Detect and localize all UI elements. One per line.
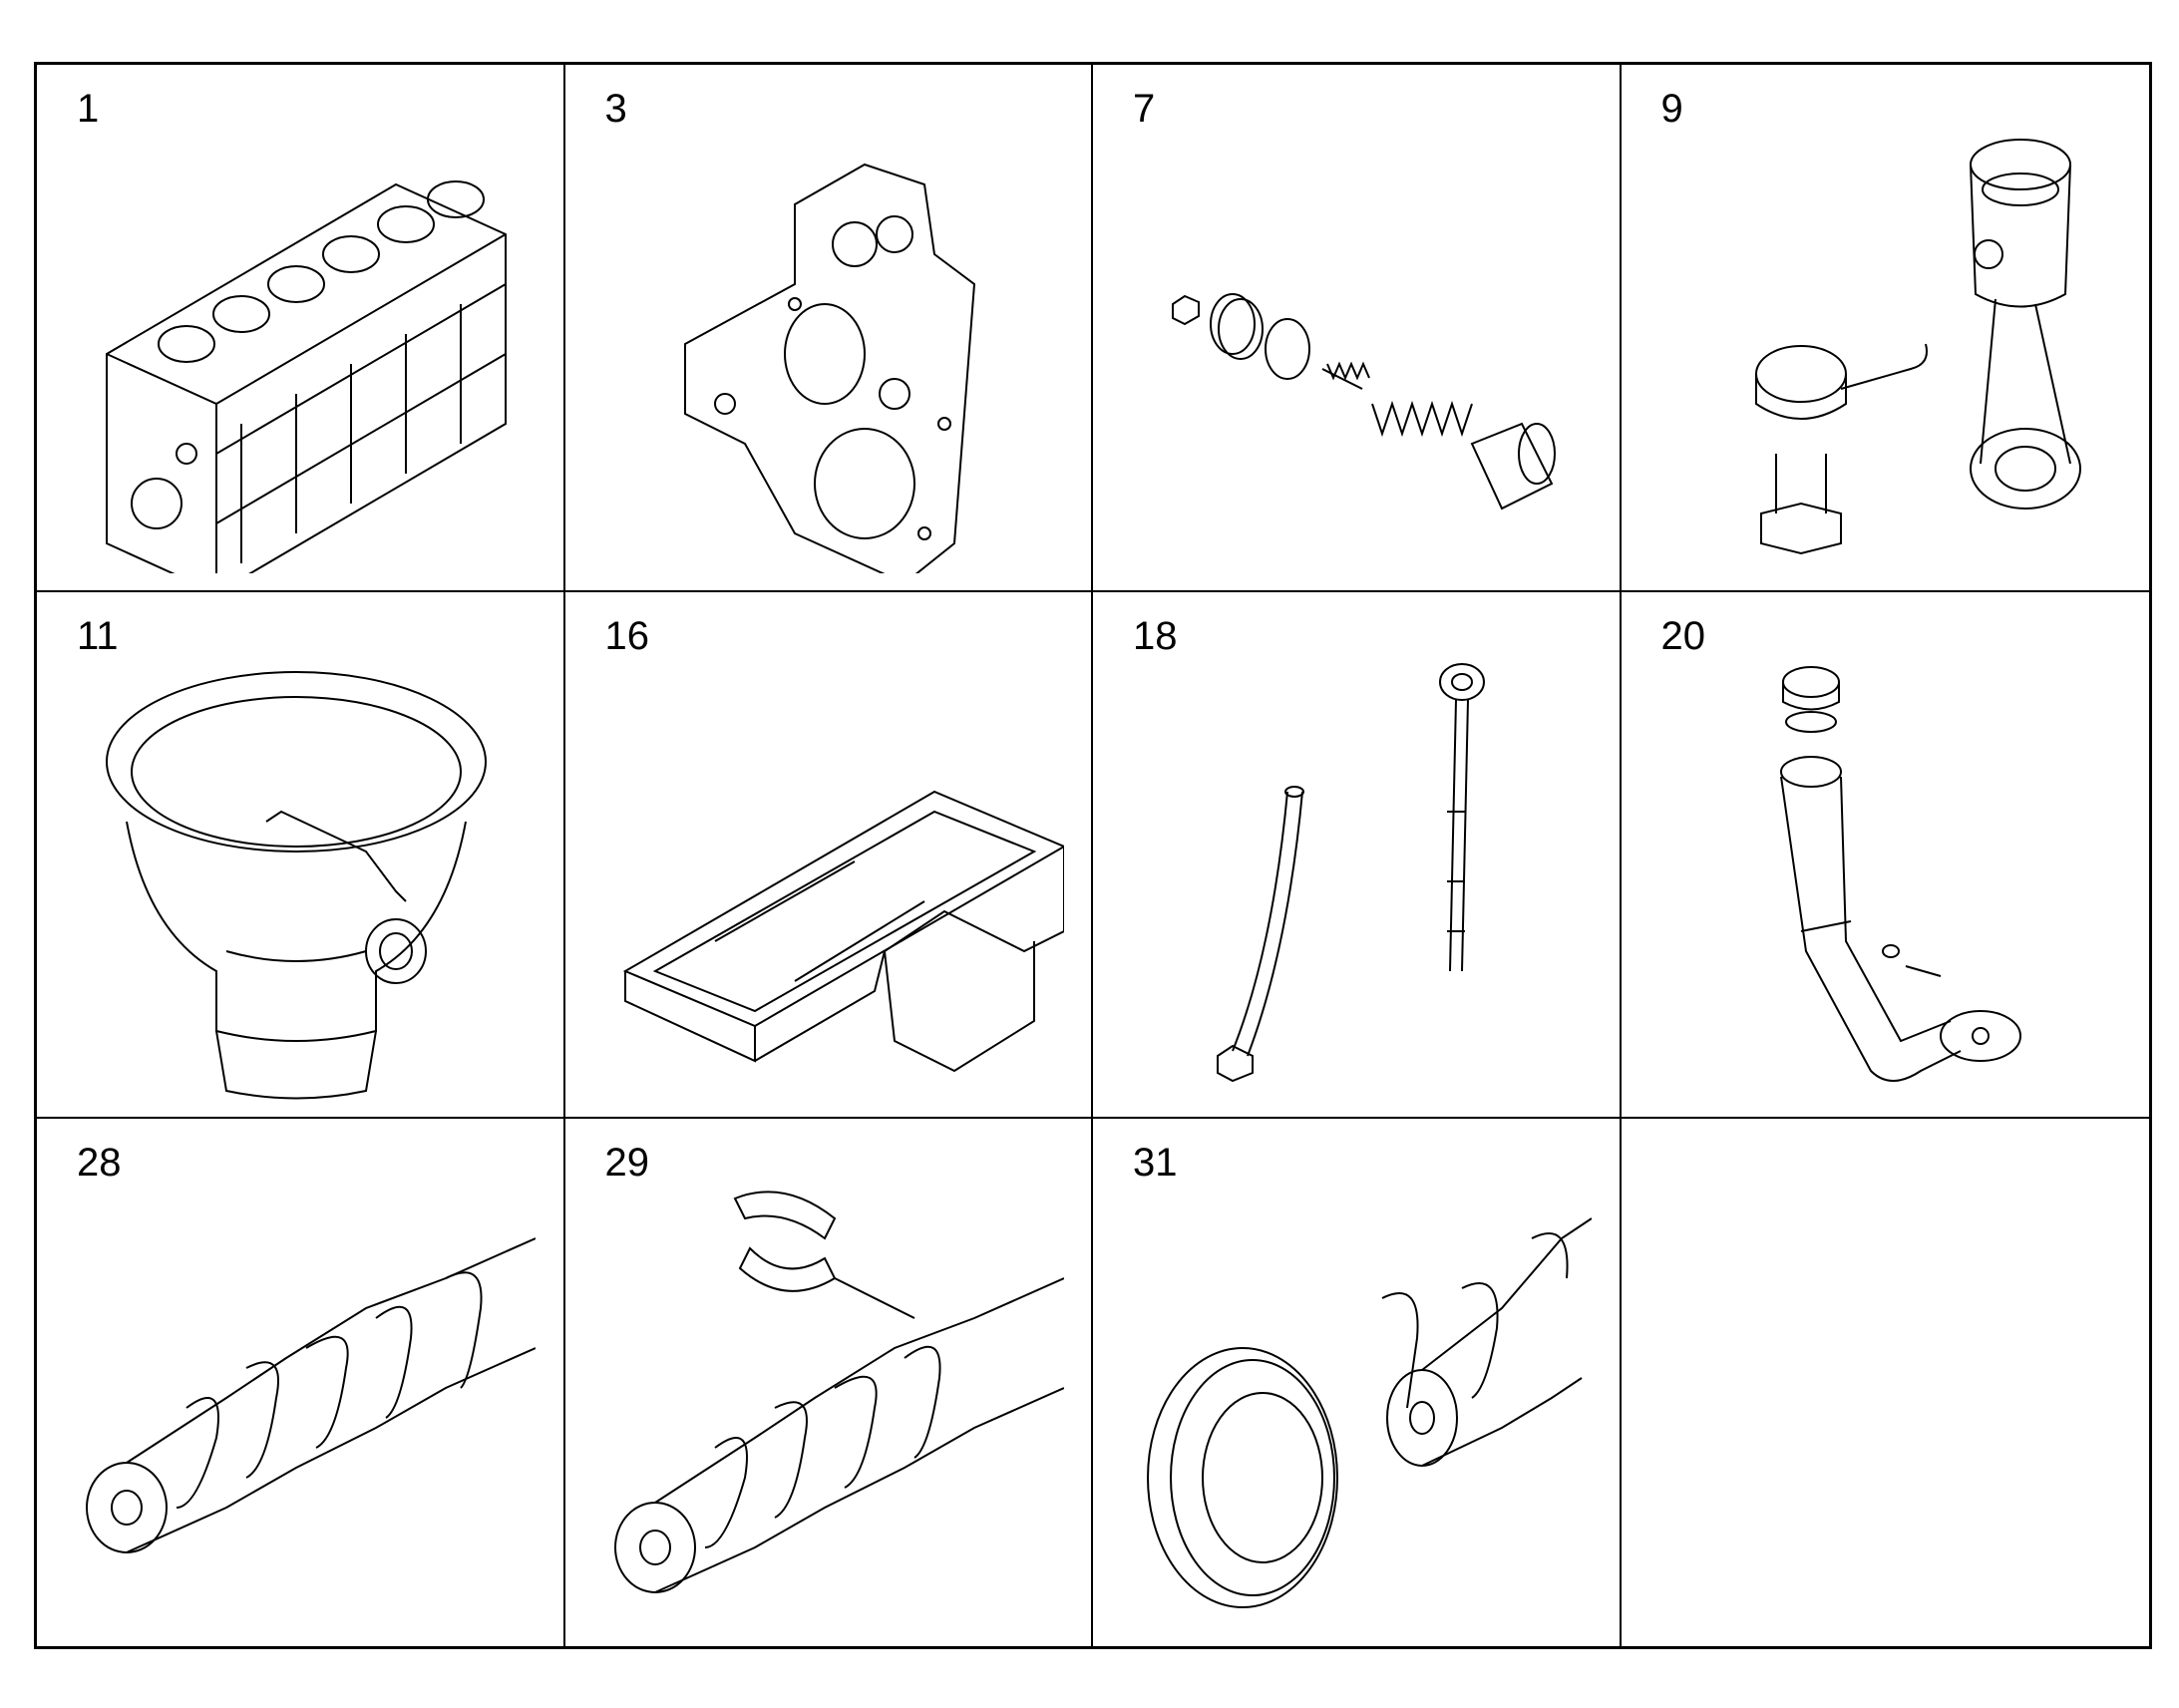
empty-cell xyxy=(1622,1119,2150,1646)
part-number: 9 xyxy=(1660,87,1683,131)
dipstick-icon xyxy=(1123,652,1592,1101)
part-number: 11 xyxy=(77,613,119,658)
part-number: 29 xyxy=(604,1141,650,1186)
parts-grid: 1 3 xyxy=(34,62,2152,1649)
part-cell-31[interactable]: 31 xyxy=(1093,1119,1622,1646)
part-cell-20[interactable]: 20 xyxy=(1621,592,2149,1120)
part-cell-7[interactable]: 7 xyxy=(1093,65,1622,592)
part-number: 20 xyxy=(1660,613,1706,658)
oil-separator-icon xyxy=(67,652,536,1101)
crankshaft-pulley-icon xyxy=(1123,1179,1592,1627)
part-number: 28 xyxy=(77,1141,122,1186)
part-cell-16[interactable]: 16 xyxy=(564,591,1093,1120)
part-number: 7 xyxy=(1133,87,1156,131)
part-number: 16 xyxy=(604,613,650,658)
crankshaft-icon xyxy=(67,1179,536,1627)
piston-connecting-rod-icon xyxy=(1651,125,2120,573)
part-cell-29[interactable]: 29 xyxy=(565,1119,1093,1646)
part-cell-3[interactable]: 3 xyxy=(564,65,1093,592)
part-cell-9[interactable]: 9 xyxy=(1621,65,2149,592)
part-cell-11[interactable]: 11 xyxy=(37,591,565,1120)
part-number: 3 xyxy=(604,87,627,131)
valve-spring-kit-icon xyxy=(1123,125,1592,573)
part-cell-28[interactable]: 28 xyxy=(37,1119,565,1646)
crankshaft-bearings-icon xyxy=(595,1179,1064,1627)
timing-cover-icon xyxy=(595,125,1064,573)
oil-pan-icon xyxy=(595,652,1064,1101)
part-cell-18[interactable]: 18 xyxy=(1093,591,1622,1120)
oil-filler-tube-icon xyxy=(1651,652,2120,1101)
part-number: 31 xyxy=(1133,1141,1178,1186)
cylinder-block-icon xyxy=(67,125,536,590)
part-number: 1 xyxy=(77,87,100,131)
part-number: 18 xyxy=(1133,613,1178,658)
part-cell-1[interactable]: 1 xyxy=(37,65,565,592)
